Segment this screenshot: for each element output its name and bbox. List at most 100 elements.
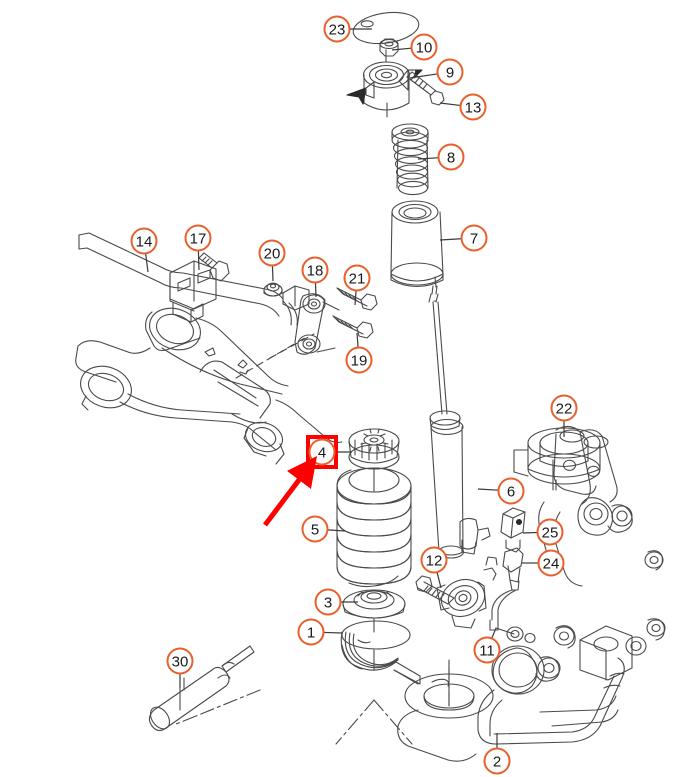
callout-number: 3 — [324, 595, 332, 612]
part-bracket-17 — [169, 252, 230, 323]
callout-24[interactable]: 24 — [537, 549, 565, 577]
leader-line-21 — [354, 290, 357, 306]
part-bolt-12 — [415, 575, 455, 605]
part-protective-boot — [390, 200, 444, 288]
leader-line-10 — [391, 47, 412, 51]
callout-10[interactable]: 10 — [410, 33, 438, 61]
callout-23[interactable]: 23 — [323, 15, 351, 43]
callout-number: 6 — [507, 484, 515, 501]
callout-2[interactable]: 2 — [483, 747, 511, 775]
callout-circle — [258, 239, 286, 267]
part-wheel-bearing-housing — [175, 425, 666, 762]
callout-18[interactable]: 18 — [301, 256, 329, 284]
part-coil-spring — [336, 467, 412, 588]
callout-21[interactable]: 21 — [343, 264, 371, 292]
callout-1[interactable]: 1 — [297, 618, 325, 646]
callout-circle — [323, 15, 351, 43]
part-subframe — [75, 307, 343, 465]
callout-circle — [345, 346, 373, 374]
callout-5[interactable]: 5 — [301, 515, 329, 543]
callout-25[interactable]: 25 — [536, 518, 564, 546]
callout-circle — [297, 618, 325, 646]
callout-circle — [184, 224, 212, 252]
part-spring-seat-bushing — [513, 427, 601, 491]
leader-line-1 — [323, 631, 343, 634]
leader-line-25 — [522, 531, 538, 534]
part-level-sensor-link — [489, 547, 524, 631]
part-upper-spring-pad — [348, 428, 400, 492]
part-bolt-13 — [406, 71, 445, 106]
leader-line-19 — [356, 332, 359, 348]
callout-circle — [410, 33, 438, 61]
callout-circle — [301, 256, 329, 284]
callout-22[interactable]: 22 — [550, 394, 578, 422]
leader-line-20 — [271, 265, 274, 282]
callout-number: 30 — [172, 654, 189, 671]
callout-number: 2 — [493, 754, 501, 771]
callout-14[interactable]: 14 — [130, 227, 158, 255]
callout-number: 19 — [351, 353, 368, 370]
callout-30[interactable]: 30 — [166, 647, 194, 675]
callout-9[interactable]: 9 — [436, 58, 464, 86]
callout-number: 8 — [447, 150, 455, 167]
callout-number: 9 — [446, 65, 454, 82]
callout-11[interactable]: 11 — [473, 636, 501, 664]
callout-circle — [483, 747, 511, 775]
callout-circle — [343, 264, 371, 292]
callout-8[interactable]: 8 — [437, 143, 465, 171]
callout-12[interactable]: 12 — [420, 546, 448, 574]
callout-circle — [537, 549, 565, 577]
callout-number: 22 — [556, 401, 573, 418]
leader-line-6 — [477, 488, 499, 491]
callout-number: 21 — [349, 271, 366, 288]
callout-circle — [459, 93, 487, 121]
callout-number: 25 — [542, 525, 559, 542]
part-lower-spring-pad — [342, 589, 406, 633]
callout-circle — [536, 518, 564, 546]
callout-circle — [166, 647, 194, 675]
parts-artwork — [75, 11, 666, 762]
part-cap-cover — [352, 11, 420, 45]
callout-3[interactable]: 3 — [314, 588, 342, 616]
callout-circle — [473, 636, 501, 664]
part-spring-seat — [340, 620, 421, 685]
leader-line-8 — [417, 157, 439, 160]
callout-number: 23 — [329, 22, 346, 39]
callout-number: 20 — [264, 246, 281, 263]
leader-line-5 — [327, 529, 346, 532]
callout-number: 1 — [307, 625, 315, 642]
leader-line-12 — [436, 572, 442, 589]
part-nut-20 — [263, 282, 310, 311]
callout-number: 24 — [543, 556, 560, 573]
callout-19[interactable]: 19 — [345, 346, 373, 374]
callout-6[interactable]: 6 — [497, 477, 525, 505]
leader-line-14 — [145, 253, 149, 273]
callout-7[interactable]: 7 — [460, 224, 488, 252]
callout-17[interactable]: 17 — [184, 224, 212, 252]
callout-number: 17 — [190, 231, 207, 248]
callout-circle — [497, 477, 525, 505]
callout-number: 7 — [470, 231, 478, 248]
callout-number: 11 — [479, 643, 495, 660]
part-bolt-11 — [495, 626, 536, 644]
leader-line-13 — [439, 102, 461, 107]
callout-circle — [314, 588, 342, 616]
leader-line-17 — [197, 250, 200, 271]
callout-number: 18 — [307, 263, 324, 280]
callout-20[interactable]: 20 — [258, 239, 286, 267]
leader-line-9 — [409, 73, 438, 79]
callout-circle — [420, 546, 448, 574]
callout-13[interactable]: 13 — [459, 93, 487, 121]
callout-number: 4 — [318, 445, 326, 462]
part-nut-10 — [379, 38, 399, 57]
callout-circle — [550, 394, 578, 422]
part-upper-mount — [346, 49, 423, 118]
part-grease-tube-tool — [148, 645, 255, 732]
part-bolt-19 — [332, 315, 374, 339]
callout-number: 13 — [465, 100, 482, 117]
callout-circle — [130, 227, 158, 255]
leader-line-11 — [491, 627, 497, 639]
callout-circle — [436, 58, 464, 86]
